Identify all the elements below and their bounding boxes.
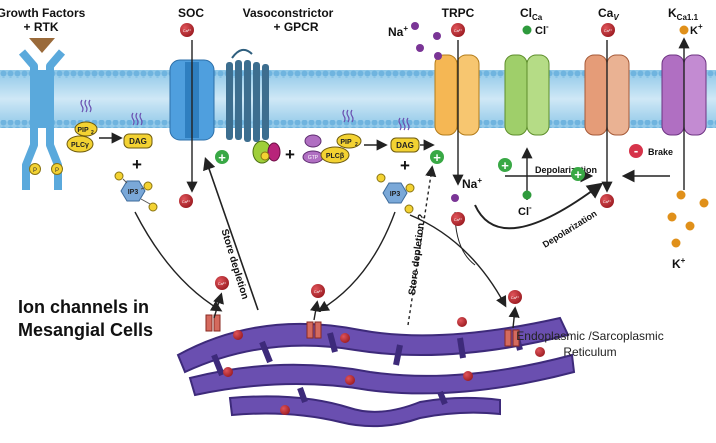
phospho-site-icon xyxy=(51,163,63,175)
ca-ion-labels: Ca²⁺ Ca²⁺ Ca²⁺ Ca²⁺ Ca²⁺ Ca²⁺ Ca²⁺ Ca²⁺ … xyxy=(182,28,613,300)
svg-text:Ca²⁺: Ca²⁺ xyxy=(603,199,612,204)
dag-left: DAG xyxy=(123,112,153,149)
plus-sign: + xyxy=(400,156,410,175)
clca-channel xyxy=(504,25,550,200)
rtk-receptor: P P xyxy=(18,38,66,190)
pip2-label: PIP xyxy=(77,127,89,134)
phospho-label: P xyxy=(55,168,59,174)
cav-channel xyxy=(584,40,630,193)
svg-text:+: + xyxy=(218,150,226,165)
plcb-label: PLCβ xyxy=(326,153,345,160)
svg-text:Ca²⁺: Ca²⁺ xyxy=(454,28,463,33)
dag-label: DAG xyxy=(129,137,147,146)
kca-channel xyxy=(661,37,707,190)
pip2-sub: 2 xyxy=(91,130,94,136)
plcb-complex: GTP PIP 2 PLCβ xyxy=(302,109,388,164)
soc-label: SOC xyxy=(178,6,204,20)
k-ion-icon xyxy=(679,25,689,35)
na-plus-inside-label: Na+ xyxy=(462,176,482,191)
gtp-label: GTP xyxy=(308,155,319,161)
cl-minus-label: Cl- xyxy=(535,22,549,37)
svg-text:Ca²⁺: Ca²⁺ xyxy=(314,289,323,294)
svg-text:Ca²⁺: Ca²⁺ xyxy=(604,28,613,33)
kca-label: KCa1.1 xyxy=(668,6,699,22)
k-plus-label: K+ xyxy=(690,22,703,37)
er-label-line2: Reticulum xyxy=(563,345,616,359)
ip3-label: IP3 xyxy=(390,191,401,198)
ip3-right: IP3 xyxy=(376,173,415,214)
plcy-label: PLCγ xyxy=(71,142,89,149)
cl-minus-inside-label: Cl- xyxy=(518,203,532,218)
plcy-complex: PIP 2 PLCγ xyxy=(66,99,123,153)
ca-ions xyxy=(179,23,615,304)
soc-channel xyxy=(169,40,215,193)
cav-label: CaV xyxy=(598,6,619,22)
pip2-label: PIP xyxy=(340,139,352,146)
er-network xyxy=(176,292,576,428)
minus-badge-icon xyxy=(629,144,643,158)
depolarization-label-2: Depolarization xyxy=(541,208,599,249)
svg-text:+: + xyxy=(501,158,509,173)
ip3-label: IP3 xyxy=(128,189,139,196)
title-line1: Ion channels in xyxy=(18,297,149,317)
svg-text:Ca²⁺: Ca²⁺ xyxy=(454,217,463,222)
ip3-left: IP3 xyxy=(114,171,158,212)
k-plus-inside-label: K+ xyxy=(672,256,686,271)
rtk-label: + RTK xyxy=(23,20,58,34)
na-plus-label: Na+ xyxy=(388,24,408,39)
phospho-label: P xyxy=(33,168,37,174)
growth-factor-ligand-icon xyxy=(29,38,55,53)
svg-text:Ca²⁺: Ca²⁺ xyxy=(182,199,191,204)
svg-text:Ca²⁺: Ca²⁺ xyxy=(183,28,192,33)
trpc-label: TRPC xyxy=(442,6,475,20)
store-depletion-question-label: Store depletion ? xyxy=(407,213,428,295)
brake-label: Brake xyxy=(648,147,673,157)
svg-text:Ca²⁺: Ca²⁺ xyxy=(218,281,227,286)
plus-sign: + xyxy=(285,145,295,164)
minus-sign: - xyxy=(634,143,638,158)
gpcr-receptor xyxy=(226,48,281,164)
svg-text:Ca²⁺: Ca²⁺ xyxy=(511,295,520,300)
plus-sign: + xyxy=(132,155,142,174)
svg-text:+: + xyxy=(574,167,582,182)
gpcr-label: + GPCR xyxy=(273,20,318,34)
k-ions-inside xyxy=(667,190,709,248)
depolarization-label: Depolarization xyxy=(535,165,597,175)
trpc-channel xyxy=(434,40,480,186)
phospho-site-icon xyxy=(29,163,41,175)
clca-label: ClCa xyxy=(520,6,543,22)
dag-label: DAG xyxy=(396,141,414,150)
green-plus-badges: + + + + xyxy=(215,150,585,182)
svg-text:+: + xyxy=(433,150,441,165)
growth-factors-label: Growth Factors xyxy=(0,6,86,20)
na-ions-outside xyxy=(411,22,459,202)
title-line2: Mesangial Cells xyxy=(18,320,153,340)
vasoconstrictor-label: Vasoconstrictor xyxy=(243,6,334,20)
dag-right: DAG xyxy=(390,117,435,153)
er-label-line1: Endoplasmic /Sarcoplasmic xyxy=(516,329,663,343)
pip2-sub: 2 xyxy=(355,142,358,148)
